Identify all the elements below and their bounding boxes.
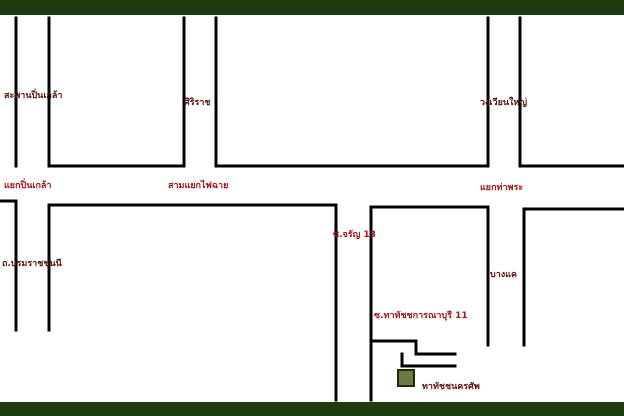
top-frame-bar	[0, 0, 624, 15]
label-borommaratchachonnani: ถ.บรมราชชนนี	[2, 259, 62, 269]
label-soi-charan-13: ซ.จรัญ 13	[333, 230, 376, 240]
label-yaek-tha-phra: แยกท่าพระ	[480, 183, 524, 193]
label-sam-yaek-fai-chai: สามแยกไฟฉาย	[168, 181, 229, 191]
bottom-frame-bar	[0, 402, 624, 416]
label-destination: ทาทัชชนครศัพ	[422, 382, 480, 392]
destination-square-icon[interactable]	[397, 369, 415, 387]
label-bang-khae: บางแค	[490, 270, 517, 280]
label-yaek-pinklao: แยกปิ่นเกล้า	[4, 181, 52, 191]
label-wongwian-yai: วงเวียนใหญ่	[480, 98, 527, 108]
label-siriraj: ศิริราช	[184, 98, 211, 108]
label-sapan-pinklao: สะพานปิ่นเกล้า	[4, 91, 63, 101]
label-soi-11: ซ.ทาทัชชการณาบุรี 11	[374, 311, 468, 321]
